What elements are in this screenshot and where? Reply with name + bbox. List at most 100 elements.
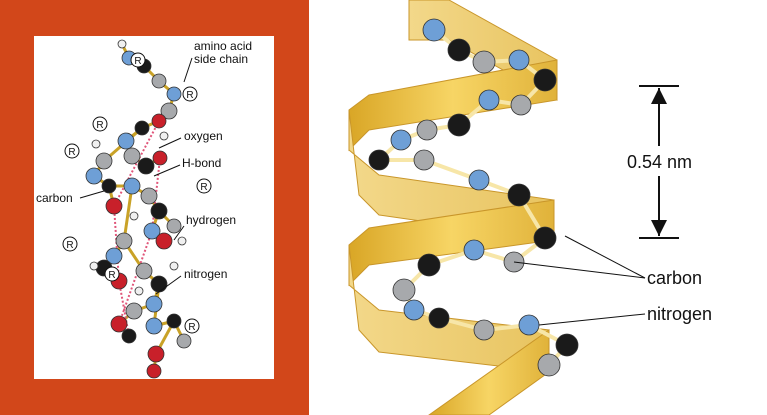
nitrogen-atom <box>123 177 141 195</box>
hydrogen-atom <box>169 261 179 271</box>
alpha-carbon-atom <box>473 319 495 341</box>
label-pitch: 0.54 nm <box>627 152 692 172</box>
carbon-atom <box>121 328 137 344</box>
r-group-label: R <box>188 322 195 333</box>
r-group-label: R <box>96 120 103 131</box>
atoms <box>85 39 192 379</box>
nitrogen-atom <box>166 86 182 102</box>
nitrogen-atom <box>145 317 163 335</box>
alpha-carbon-atom <box>151 73 167 89</box>
nitrogen-atom <box>468 169 490 191</box>
pitch-arrow <box>631 85 687 239</box>
alpha-carbon-atom <box>176 333 192 349</box>
nitrogen-atom <box>85 167 103 185</box>
r-group-label: R <box>66 240 73 251</box>
alpha-carbon-atom <box>537 353 561 377</box>
alpha-carbon-atom <box>392 278 416 302</box>
helix-label-leaders <box>513 235 646 326</box>
hbond-line <box>118 280 130 337</box>
hydrogen-atom <box>159 131 169 141</box>
oxygen-atom <box>147 345 165 363</box>
r-group-label: R <box>108 270 115 281</box>
nitrogen-atom <box>422 18 446 42</box>
label-nitrogen-helix: nitrogen <box>647 304 712 324</box>
r-groups: R R R R R R R R <box>62 52 212 334</box>
oxygen-atom <box>110 315 128 333</box>
carbon-atom <box>368 149 390 171</box>
ball-and-stick-diagram: R R R R R R R R amino acid side chain oxygen H-… <box>36 39 252 379</box>
r-group: R <box>196 178 212 194</box>
helix-ribbon <box>348 0 558 415</box>
label-carbon: carbon <box>36 191 73 205</box>
label-hbond: H-bond <box>182 156 221 170</box>
carbon-atom <box>166 313 182 329</box>
alpha-carbon-atom <box>166 218 182 234</box>
nitrogen-atom <box>390 129 412 151</box>
label-oxygen: oxygen <box>184 129 223 143</box>
label-hydrogen: hydrogen <box>186 213 236 227</box>
r-group: R <box>104 266 120 282</box>
carbon-atom <box>137 157 155 175</box>
r-group-label: R <box>134 56 141 67</box>
r-group: R <box>184 318 200 334</box>
oxygen-atom <box>151 113 167 129</box>
oxygen-atom <box>155 232 173 250</box>
carbon-atom <box>533 226 557 250</box>
alpha-carbon-atom <box>115 232 133 250</box>
carbon-atom <box>555 333 579 357</box>
r-group-label: R <box>68 147 75 158</box>
alpha-carbon-atom <box>413 149 435 171</box>
helix-atoms <box>368 18 579 377</box>
carbon-atom <box>417 253 441 277</box>
carbon-atom <box>150 275 168 293</box>
nitrogen-atom <box>105 247 123 265</box>
r-group: R <box>62 236 78 252</box>
hydrogen-atom <box>89 261 99 271</box>
nitrogen-atom <box>145 295 163 313</box>
r-group-label: R <box>186 90 193 101</box>
ball-and-stick-panel: R R R R R R R R amino acid side chain oxygen H-… <box>34 36 274 379</box>
label-amino-acid-line1: amino acid <box>194 39 252 53</box>
nitrogen-atom <box>403 299 425 321</box>
nitrogen-atom <box>478 89 500 111</box>
hydrogen-atom <box>91 139 101 149</box>
carbon-atom <box>101 178 117 194</box>
left-frame: R R R R R R R R amino acid side chain oxygen H-… <box>0 0 309 415</box>
alpha-carbon-atom <box>125 302 143 320</box>
oxygen-atom <box>105 197 123 215</box>
oxygen-atom <box>152 150 168 166</box>
nitrogen-atom <box>143 222 161 240</box>
nitrogen-atom <box>463 239 485 261</box>
hbond-line <box>113 120 160 207</box>
r-group: R <box>182 86 198 102</box>
carbon-atom <box>533 68 557 92</box>
label-side-chain-line2: side chain <box>194 52 248 66</box>
alpha-carbon-atom <box>472 50 496 74</box>
r-group: R <box>64 143 80 159</box>
hydrogen-atom <box>117 39 127 49</box>
carbon-atom <box>134 120 150 136</box>
label-nitrogen: nitrogen <box>184 267 227 281</box>
r-group: R <box>92 116 108 132</box>
helix-ribbon-diagram: 0.54 nm carbon nitrogen <box>348 0 712 415</box>
alpha-carbon-atom <box>95 152 113 170</box>
r-group-label: R <box>200 182 207 193</box>
alpha-carbon-atom <box>416 119 438 141</box>
hbond-line <box>118 230 153 325</box>
nitrogen-atom <box>508 49 530 71</box>
alpha-carbon-atom <box>123 147 141 165</box>
oxygen-atom <box>146 363 162 379</box>
hydrogen-atom <box>134 286 144 296</box>
carbon-atom <box>507 183 531 207</box>
label-carbon-helix: carbon <box>647 268 702 288</box>
helix-ribbon-panel: 0.54 nm carbon nitrogen <box>309 0 767 415</box>
carbon-atom <box>447 113 471 137</box>
r-group: R <box>130 52 146 68</box>
bond <box>122 185 134 242</box>
alpha-carbon-atom <box>510 94 532 116</box>
carbon-atom <box>428 307 450 329</box>
alpha-carbon-atom <box>135 262 153 280</box>
alpha-carbon-atom <box>140 187 158 205</box>
nitrogen-atom <box>518 314 540 336</box>
hydrogen-atom <box>177 236 187 246</box>
